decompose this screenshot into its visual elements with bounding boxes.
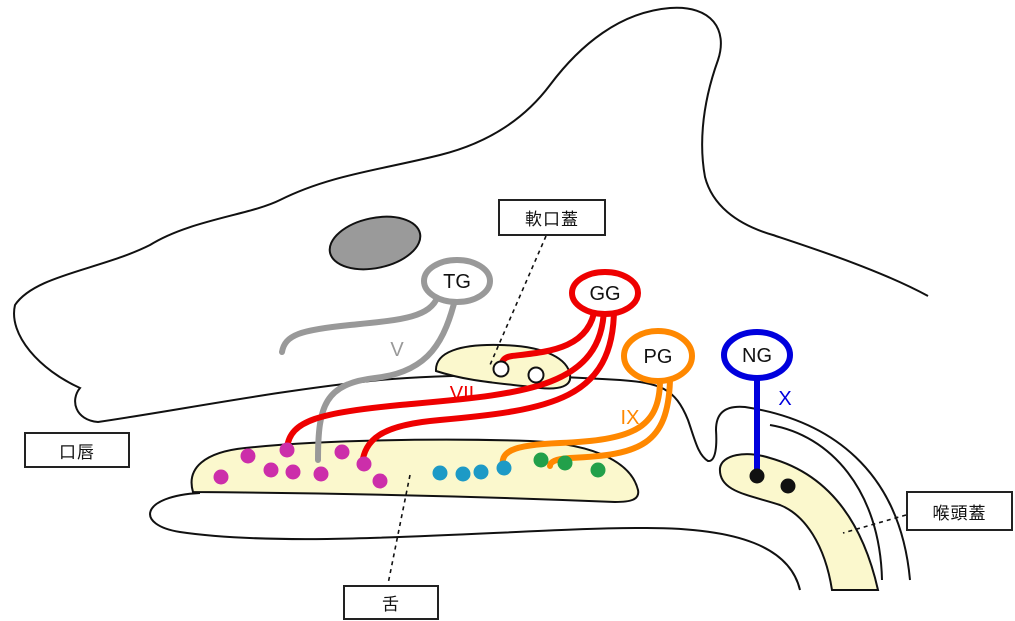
v-label: V: [390, 339, 404, 361]
x-label: X: [778, 388, 791, 410]
papilla: [241, 449, 256, 464]
papilla: [497, 461, 512, 476]
papilla: [335, 445, 350, 460]
papilla: [558, 456, 573, 471]
trigeminal-branch-upper: [282, 296, 438, 352]
papilla: [591, 463, 606, 478]
gg-label: GG: [589, 283, 620, 305]
papilla: [373, 474, 388, 489]
soft-palate-taste-bud: [494, 362, 509, 377]
papilla: [357, 457, 372, 472]
epiglottis: [720, 454, 878, 590]
tongue-label: 舌: [343, 585, 439, 620]
pg-label: PG: [644, 346, 673, 368]
soft-palate-taste-bud: [529, 368, 544, 383]
papilla: [433, 466, 448, 481]
vii-label: VII: [450, 383, 474, 405]
lip-label: 口唇: [24, 432, 130, 468]
papilla: [280, 443, 295, 458]
trigeminal-nerve: [282, 296, 456, 460]
papilla: [214, 470, 229, 485]
papilla: [534, 453, 549, 468]
ng-label: NG: [742, 345, 772, 367]
papilla: [456, 467, 471, 482]
eye: [325, 209, 425, 277]
epiglottis-label: 喉頭蓋: [906, 491, 1013, 531]
tongue: [192, 440, 639, 502]
soft-palate-label: 軟口蓋: [498, 199, 606, 236]
papilla: [781, 479, 796, 494]
lower-jaw: [150, 493, 800, 590]
papilla: [314, 467, 329, 482]
papilla: [264, 463, 279, 478]
ix-label: IX: [621, 407, 640, 429]
papilla: [750, 469, 765, 484]
papilla: [474, 465, 489, 480]
papilla: [286, 465, 301, 480]
tg-label: TG: [443, 271, 471, 293]
